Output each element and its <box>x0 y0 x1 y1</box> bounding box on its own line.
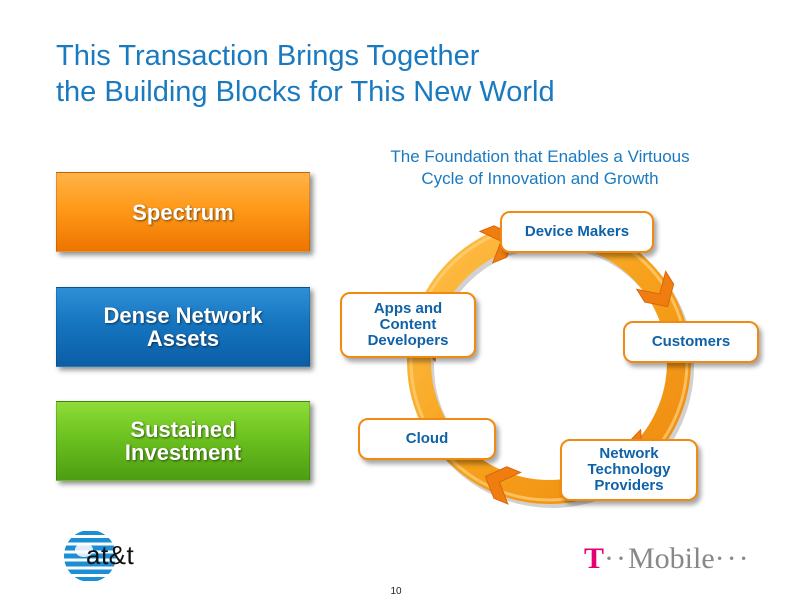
spectrum-block: Spectrum <box>56 172 310 252</box>
cloud-node: Cloud <box>358 418 496 460</box>
network-technology-providers-node: Network Technology Providers <box>560 439 698 501</box>
slide-title-line-2: the Building Blocks for This New World <box>56 76 555 108</box>
apps-content-developers-label: Apps and Content Developers <box>367 300 449 349</box>
tmobile-dots-right: ··· <box>714 542 751 575</box>
apps-content-developers-node: Apps and Content Developers <box>340 292 476 358</box>
device-makers-node: Device Makers <box>500 211 654 253</box>
cycle-arrow-2 <box>635 270 675 308</box>
network-technology-providers-label: Network Technology Providers <box>587 445 671 494</box>
tmobile-logo: T··Mobile··· <box>584 542 751 576</box>
sustained-investment-block: Sustained Investment <box>56 401 310 481</box>
tmobile-name: Mobile <box>628 542 715 575</box>
sustained-investment-label: Sustained Investment <box>124 417 242 465</box>
att-globe-icon <box>64 530 116 582</box>
page-number: 10 <box>390 586 402 597</box>
tmobile-t: T <box>584 542 605 575</box>
tmobile-dots-left: ·· <box>604 542 628 575</box>
device-makers-label: Device Makers <box>524 223 630 240</box>
spectrum-label: Spectrum <box>132 199 234 225</box>
slide-title-line-1: This Transaction Brings Together <box>56 40 480 72</box>
dense-network-assets-block: Dense Network Assets <box>56 287 310 367</box>
cycle-subtitle-line-1: The Foundation that Enables a Virtuous <box>390 147 690 166</box>
att-logo-text: at&t <box>86 540 135 570</box>
cloud-label: Cloud <box>405 430 449 447</box>
customers-node: Customers <box>623 321 759 363</box>
cycle-subtitle: The Foundation that Enables a Virtuous C… <box>340 146 740 190</box>
customers-label: Customers <box>651 333 731 350</box>
dense-network-assets-label: Dense Network Assets <box>103 303 263 351</box>
cycle-subtitle-line-2: Cycle of Innovation and Growth <box>421 169 659 188</box>
slide-title: This Transaction Brings Together the Bui… <box>56 38 756 110</box>
cycle-arrow-4 <box>484 466 522 505</box>
